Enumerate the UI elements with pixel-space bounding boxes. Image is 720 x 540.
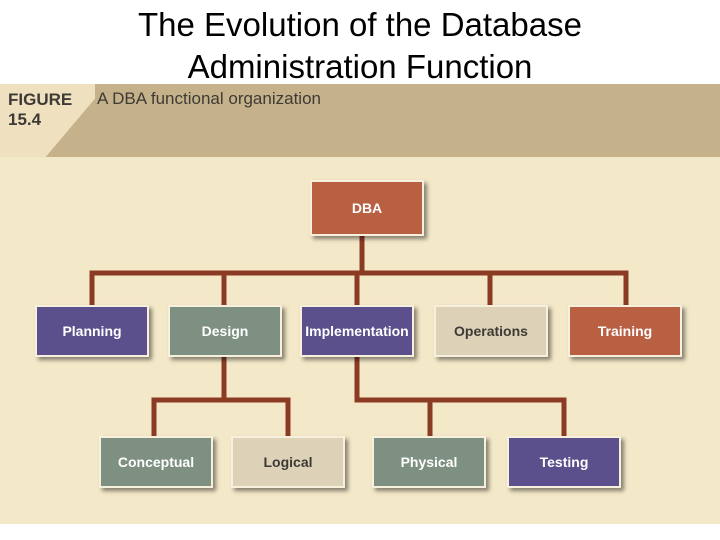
org-node-planning: Planning xyxy=(35,305,149,357)
org-node-design: Design xyxy=(168,305,282,357)
figure-caption: A DBA functional organization xyxy=(97,89,321,108)
figure-header-band xyxy=(0,84,720,157)
figure-number: 15.4 xyxy=(8,110,42,129)
slide-title: The Evolution of the Database Administra… xyxy=(0,4,720,88)
org-node-conceptual: Conceptual xyxy=(99,436,213,488)
slide-title-line-2: Administration Function xyxy=(187,48,533,85)
slide-title-line-1: The Evolution of the Database xyxy=(138,6,582,43)
org-node-implementation: Implementation xyxy=(300,305,414,357)
org-node-testing: Testing xyxy=(507,436,621,488)
figure-label-word: FIGURE xyxy=(8,90,73,109)
figure-label: FIGURE 15.4 xyxy=(8,90,72,130)
org-node-training: Training xyxy=(568,305,682,357)
org-node-logical: Logical xyxy=(231,436,345,488)
org-node-physical: Physical xyxy=(372,436,486,488)
org-node-dba: DBA xyxy=(310,180,424,236)
org-node-operations: Operations xyxy=(434,305,548,357)
